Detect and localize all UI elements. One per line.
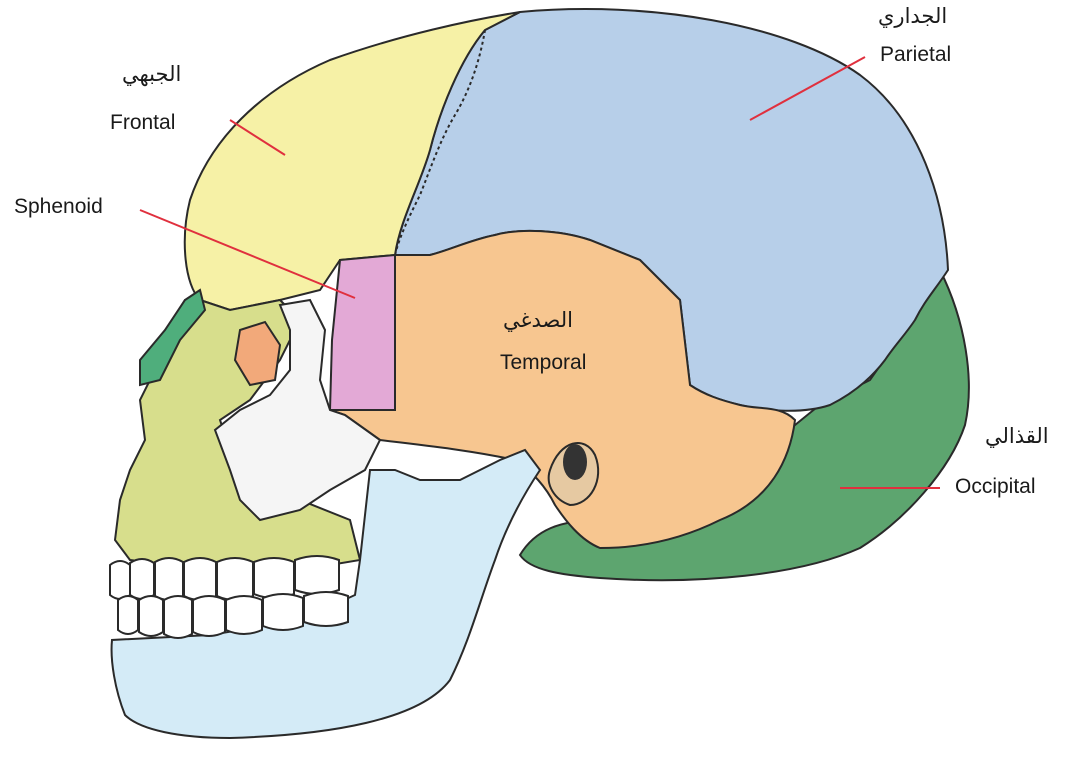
occipital-label: Occipital	[955, 476, 1036, 497]
sphenoid-label: Sphenoid	[14, 196, 103, 217]
temporal-label-ar: الصدغي	[503, 310, 573, 331]
sphenoid-bone	[330, 255, 395, 410]
occipital-label-ar: القذالي	[985, 426, 1049, 447]
ear-hole	[563, 444, 587, 480]
frontal-label: Frontal	[110, 112, 175, 133]
frontal-label-ar: الجبهي	[122, 64, 181, 85]
temporal-label: Temporal	[500, 352, 586, 373]
parietal-label: Parietal	[880, 44, 951, 65]
parietal-label-ar: الجداري	[878, 6, 947, 27]
